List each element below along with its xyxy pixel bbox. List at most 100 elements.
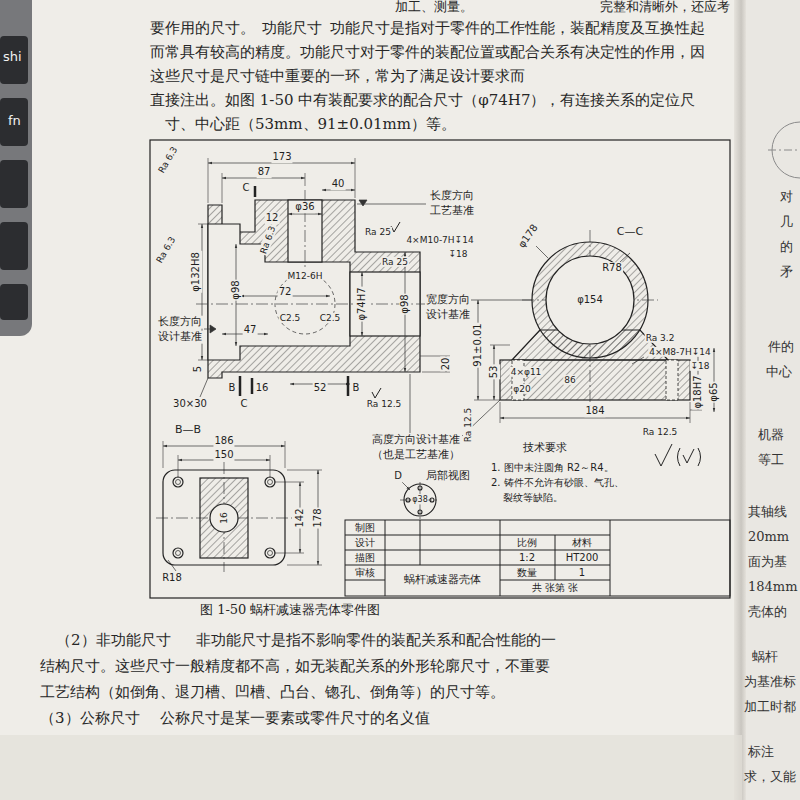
view-label: B (352, 382, 361, 394)
section-plane-mark (251, 378, 254, 394)
section-plane-mark (240, 186, 348, 396)
dimension-label: 142 (294, 507, 306, 528)
dimension-line (163, 163, 714, 565)
dimension-label: 47 (243, 324, 258, 336)
right-page-text: 等工 (758, 453, 784, 468)
dimension-label: R18 (161, 572, 183, 584)
main-section-view (208, 224, 350, 360)
dimension-label: φ36 (294, 201, 315, 213)
view-label: 局部视图 (425, 470, 471, 483)
roughness-symbol (372, 388, 381, 398)
keycap-label: shi (3, 50, 22, 65)
roughness-symbol (391, 222, 400, 232)
right-page-text: 中心 (766, 365, 792, 380)
dimension-label: 30×30 (172, 398, 208, 410)
extension-line (163, 441, 164, 468)
figure-frame (150, 140, 730, 598)
dimension-label: 186 (213, 435, 234, 447)
dimension-label: 12 (265, 212, 280, 224)
extension-line (287, 565, 322, 566)
title-block-cell: 材料 (572, 537, 592, 549)
datum-note: 宽度方向 (425, 294, 471, 307)
dimension-label: 4×M8-7H↧14 (648, 347, 712, 357)
dimension-label: 52 (313, 382, 328, 394)
dimension-label: φ132H8 (190, 251, 202, 293)
title-block (500, 520, 501, 596)
body-text: 功能尺寸是指对于零件的工作性能，装配精度及互换性起 (330, 20, 705, 37)
dimension-label: 178 (312, 507, 324, 528)
right-page-text: 184mm (748, 580, 797, 595)
leader-line (200, 378, 208, 397)
right-page-figure (768, 122, 800, 178)
title-block-cell: 1 (579, 567, 585, 579)
local-view (404, 484, 436, 516)
bb-section-view (173, 548, 183, 558)
right-page-text: 壳体的 (748, 605, 787, 620)
dimension-label: 184 (584, 405, 605, 417)
dimension-label: 150 (213, 449, 234, 461)
right-page-text: 加工时都 (744, 700, 796, 715)
bb-section-view (265, 548, 275, 558)
view-label: C—C (616, 226, 644, 239)
leader-line (359, 200, 367, 206)
title-block (420, 520, 421, 565)
local-view (406, 498, 410, 502)
title-block-cell: 数量 (517, 567, 537, 579)
local-view (404, 484, 436, 516)
view-label: B (228, 382, 237, 394)
view-label: C (240, 398, 249, 410)
keyboard (0, 0, 32, 336)
bb-section-view (200, 478, 248, 558)
body-text: 公称尺寸是某一要素或零件尺寸的名义值 (160, 710, 430, 727)
dimension-label: φ154 (576, 294, 604, 306)
dimension-label: 72 (278, 286, 293, 298)
extension-line (422, 372, 450, 373)
dimension-label: C2.5 (319, 313, 342, 323)
extension-line (305, 173, 306, 186)
roughness-symbol (698, 448, 701, 466)
view-label: D (393, 470, 403, 482)
title-block-cell: 比例 (517, 537, 537, 549)
right-page-text: 几 (780, 215, 793, 230)
keycap-label: fn (8, 114, 21, 129)
keyboard (0, 36, 28, 84)
dimension-line (500, 418, 690, 419)
main-section-view (208, 200, 420, 378)
title-block (345, 550, 610, 551)
dimension-label: Ra 12.5 (366, 399, 402, 409)
roughness-symbol (655, 444, 672, 466)
title-block-cell: 描图 (355, 552, 375, 564)
title-block-cell: HT200 (566, 552, 599, 564)
title-block-cell: 蜗杆减速器壳体 (404, 574, 481, 587)
dimension-label: Ra 6.3 (156, 144, 180, 176)
right-page-text: 蜗杆 (752, 650, 778, 665)
extension-line (355, 158, 356, 198)
dimension-label: 40 (331, 178, 346, 190)
title-block-cell: 1:2 (519, 552, 535, 564)
figure-caption: 图 1-50 蜗杆减速器壳体零件图 (200, 603, 380, 618)
title-block-cell: 共 张第 张 (532, 582, 578, 594)
body-text: 寸、中心距（53mm、91±0.01mm）等。 (165, 116, 456, 133)
body-text: 直接注出。如图 1-50 中有装配要求的配合尺寸（φ74H7），有连接关系的定位… (150, 92, 695, 109)
paper-page (0, 735, 742, 800)
datum-note: 设计基准 (425, 309, 471, 322)
extension-line (490, 345, 510, 346)
body-text: 非功能尺寸是指不影响零件的装配关系和配合性能的一 (196, 632, 556, 649)
dimension-label: φ98 (399, 293, 411, 314)
dimension-line (288, 214, 322, 215)
dimension-label: M12-6H (287, 271, 324, 281)
requirement-note: 技术要求 (522, 442, 568, 455)
dimension-label: Ra 12.5 (463, 407, 473, 443)
title-block-cell: 审核 (355, 567, 375, 579)
body-text: 工艺结构（如倒角、退刀槽、凹槽、凸台、锪孔、倒角等）的尺寸等。 (40, 684, 505, 701)
title-block (345, 520, 730, 596)
cc-section-view (546, 256, 634, 344)
datum-note: （也是工艺基准） (371, 449, 461, 462)
paper-page (742, 0, 800, 800)
extension-line (690, 402, 691, 423)
bb-section-view (176, 551, 181, 556)
body-text: 完整和清晰外，还应考 (600, 0, 730, 15)
right-page-text: 矛 (780, 265, 793, 280)
bb-section-view (210, 504, 238, 532)
